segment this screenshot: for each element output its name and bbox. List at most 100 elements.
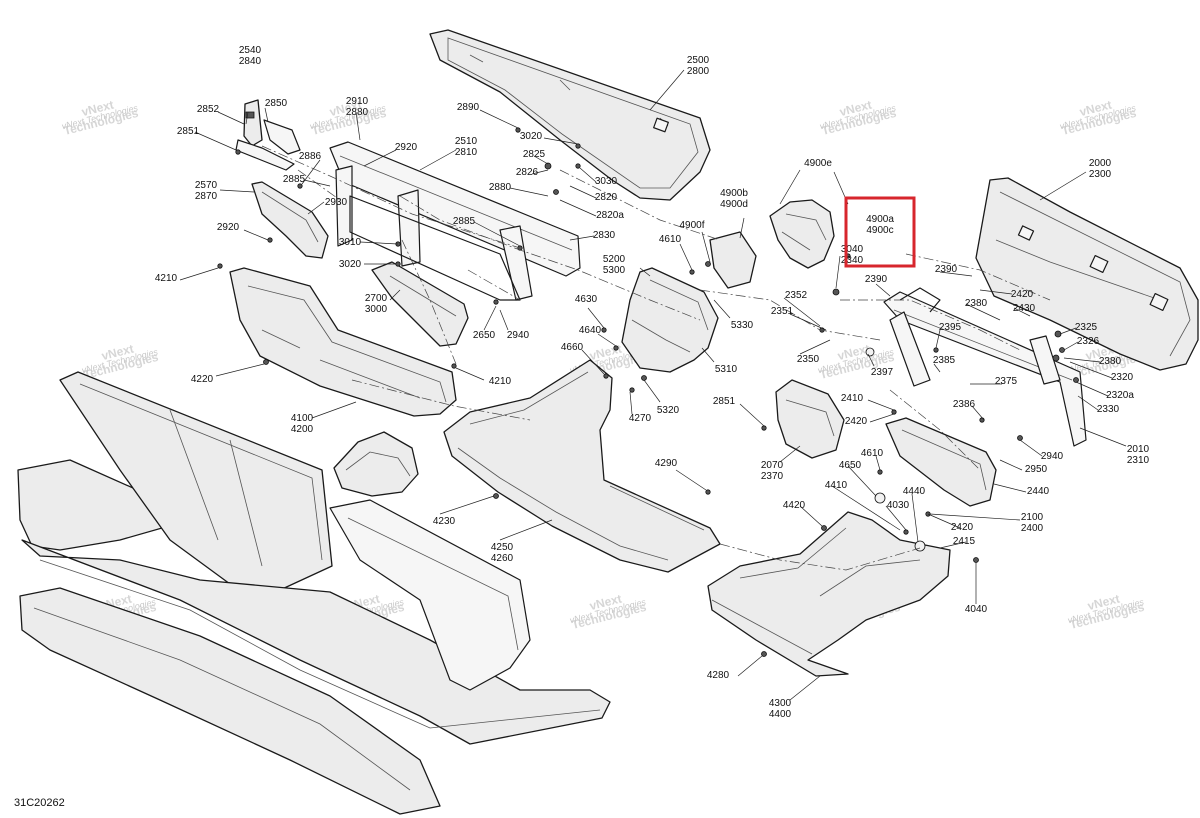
part-guard-2100 bbox=[885, 417, 997, 507]
callout-label: 2386 bbox=[953, 399, 976, 410]
callout-label: 4260 bbox=[491, 553, 514, 564]
callout-label: 4230 bbox=[433, 516, 456, 527]
callout-label: 2390 bbox=[865, 274, 888, 285]
callout-label: 4410 bbox=[825, 480, 848, 491]
callout-label: 2400 bbox=[1021, 523, 1044, 534]
callout-label: 2352 bbox=[785, 290, 808, 301]
callout-label: 2870 bbox=[195, 191, 218, 202]
callout-label: 5310 bbox=[715, 364, 738, 375]
callout-label: 2885 bbox=[283, 174, 306, 185]
callout-label: 2370 bbox=[761, 471, 784, 482]
callout-label: 2825 bbox=[523, 149, 546, 160]
callout-label: 2380 bbox=[1099, 356, 1122, 367]
callout-label: 2950 bbox=[1025, 464, 1048, 475]
callout-label: 2340 bbox=[841, 255, 864, 266]
callout-label: 2650 bbox=[473, 330, 496, 341]
part-strap-2850 bbox=[263, 119, 301, 155]
callout-label: 4900c bbox=[866, 225, 893, 236]
callout-label: 2395 bbox=[939, 322, 962, 333]
callout-label: 3000 bbox=[365, 304, 388, 315]
callout-label: 2570 bbox=[195, 180, 218, 191]
callout-label: 5300 bbox=[603, 265, 626, 276]
callout-label: 4040 bbox=[965, 604, 988, 615]
callout-label: 4440 bbox=[903, 486, 926, 497]
callout-label: 2852 bbox=[197, 104, 220, 115]
callout-label: 3010 bbox=[339, 237, 362, 248]
callout-label: 2070 bbox=[761, 460, 784, 471]
callout-label: 4610 bbox=[659, 234, 682, 245]
part-bracket-2070 bbox=[775, 379, 845, 459]
callout-label: 4660 bbox=[561, 342, 584, 353]
callout-label: 4280 bbox=[707, 670, 730, 681]
parts-layer bbox=[17, 29, 1199, 815]
callout-label: 2830 bbox=[593, 230, 616, 241]
callout-label: 2010 bbox=[1127, 444, 1150, 455]
callout-label: 2300 bbox=[1089, 169, 1112, 180]
part-center-skid-4250 bbox=[443, 359, 721, 573]
callout-label: 4900e bbox=[804, 158, 832, 169]
leader-lines bbox=[179, 69, 1127, 701]
callout-label: 2430 bbox=[1013, 303, 1036, 314]
callout-label: 4300 bbox=[769, 698, 792, 709]
callout-label: 2920 bbox=[217, 222, 240, 233]
callout-label: 4420 bbox=[783, 500, 806, 511]
part-floor-pan-4300 bbox=[707, 511, 951, 677]
callout-label: 2920 bbox=[395, 142, 418, 153]
callout-label: 2310 bbox=[1127, 455, 1150, 466]
callout-label: 2325 bbox=[1075, 322, 1098, 333]
part-guard-2700 bbox=[371, 261, 469, 347]
callout-label: 2000 bbox=[1089, 158, 1112, 169]
callout-label: 2886 bbox=[299, 151, 322, 162]
callout-label: 2500 bbox=[687, 55, 710, 66]
callout-label: 2350 bbox=[797, 354, 820, 365]
callout-label: 2420 bbox=[845, 416, 868, 427]
callout-label: 2800 bbox=[687, 66, 710, 77]
callout-label: 2100 bbox=[1021, 512, 1044, 523]
callout-label: 2851 bbox=[177, 126, 200, 137]
callout-label: 2320 bbox=[1111, 372, 1134, 383]
callout-label: 2390 bbox=[935, 264, 958, 275]
callout-label: 2380 bbox=[965, 298, 988, 309]
callout-label: 4250 bbox=[491, 542, 514, 553]
callout-label: 4270 bbox=[629, 413, 652, 424]
callout-label: 2385 bbox=[933, 355, 956, 366]
callout-label: 3030 bbox=[595, 176, 618, 187]
callout-label: 2940 bbox=[507, 330, 530, 341]
callout-label: 2397 bbox=[871, 367, 894, 378]
callout-label: 4210 bbox=[155, 273, 178, 284]
callout-label: 2415 bbox=[953, 536, 976, 547]
part-cover-4900 bbox=[709, 199, 835, 289]
callout-label: 4210 bbox=[489, 376, 512, 387]
callout-label: 3020 bbox=[339, 259, 362, 270]
callout-label: 4400 bbox=[769, 709, 792, 720]
hardware-fasteners bbox=[217, 127, 1079, 657]
highlight-box bbox=[844, 196, 916, 268]
callout-label: 4900b bbox=[720, 188, 748, 199]
diagram-code: 31C20262 bbox=[14, 797, 65, 809]
callout-label: 4650 bbox=[839, 460, 862, 471]
callout-label: 4290 bbox=[655, 458, 678, 469]
callout-label: 2510 bbox=[455, 136, 478, 147]
callout-label: 2420 bbox=[1011, 289, 1034, 300]
callout-label: 2320a bbox=[1106, 390, 1134, 401]
callout-label: 2820 bbox=[595, 192, 618, 203]
callout-label: 2850 bbox=[265, 98, 288, 109]
callout-label: 2410 bbox=[841, 393, 864, 404]
callout-label: 2700 bbox=[365, 293, 388, 304]
part-bracket-5200 bbox=[621, 267, 719, 373]
part-door-panel-upper bbox=[429, 29, 711, 201]
callout-label: 4220 bbox=[191, 374, 214, 385]
callout-label: 4900a bbox=[866, 214, 894, 225]
callout-label: 4630 bbox=[575, 294, 598, 305]
callout-label: 2910 bbox=[346, 96, 369, 107]
callout-label: 2880 bbox=[346, 107, 369, 118]
callout-label: 4900f bbox=[679, 220, 704, 231]
callout-label: 5320 bbox=[657, 405, 680, 416]
callout-label: 2820a bbox=[596, 210, 624, 221]
